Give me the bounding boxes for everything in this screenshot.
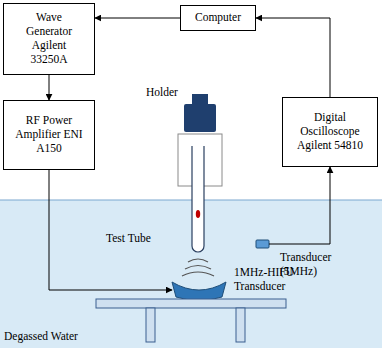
- water-bath: [0, 200, 382, 348]
- box-text: Computer: [195, 11, 241, 25]
- drive-wire: [49, 170, 172, 290]
- holder-block: [184, 104, 216, 132]
- box-text: Wave Generator Agilent 33250A: [14, 11, 84, 66]
- ultrasound-waves: [182, 259, 214, 276]
- signal-arrow: [95, 18, 180, 19]
- signal-arrow: [49, 75, 50, 100]
- region-label: Degassed Water: [4, 330, 134, 344]
- computer-box: Computer: [180, 5, 256, 31]
- instrument-box: RF Power Amplifier ENI A150: [3, 100, 95, 170]
- instrument-box: Wave Generator Agilent 33250A: [3, 3, 95, 75]
- table-leg: [146, 308, 155, 342]
- instrument-box: Digital Oscilloscope Agilent 54810: [282, 97, 378, 167]
- table-top: [96, 299, 286, 308]
- receiver-transducer: [256, 240, 269, 248]
- sample-dot: [196, 210, 200, 218]
- hifu-transducer: [172, 282, 226, 301]
- signal-wire: [269, 167, 330, 244]
- test-tube: [192, 146, 204, 252]
- part-label: Test Tube: [106, 232, 168, 246]
- signal-arrow: [256, 18, 330, 97]
- holder-cap: [192, 94, 208, 104]
- water-surface: [0, 200, 382, 201]
- part-label: Holder: [146, 86, 186, 100]
- part-label: 1MHz-HIFU Transducer: [234, 266, 306, 294]
- box-text: Digital Oscilloscope Agilent 54810: [293, 111, 367, 152]
- box-text: RF Power Amplifier ENI A150: [14, 114, 84, 155]
- table-leg: [236, 308, 245, 342]
